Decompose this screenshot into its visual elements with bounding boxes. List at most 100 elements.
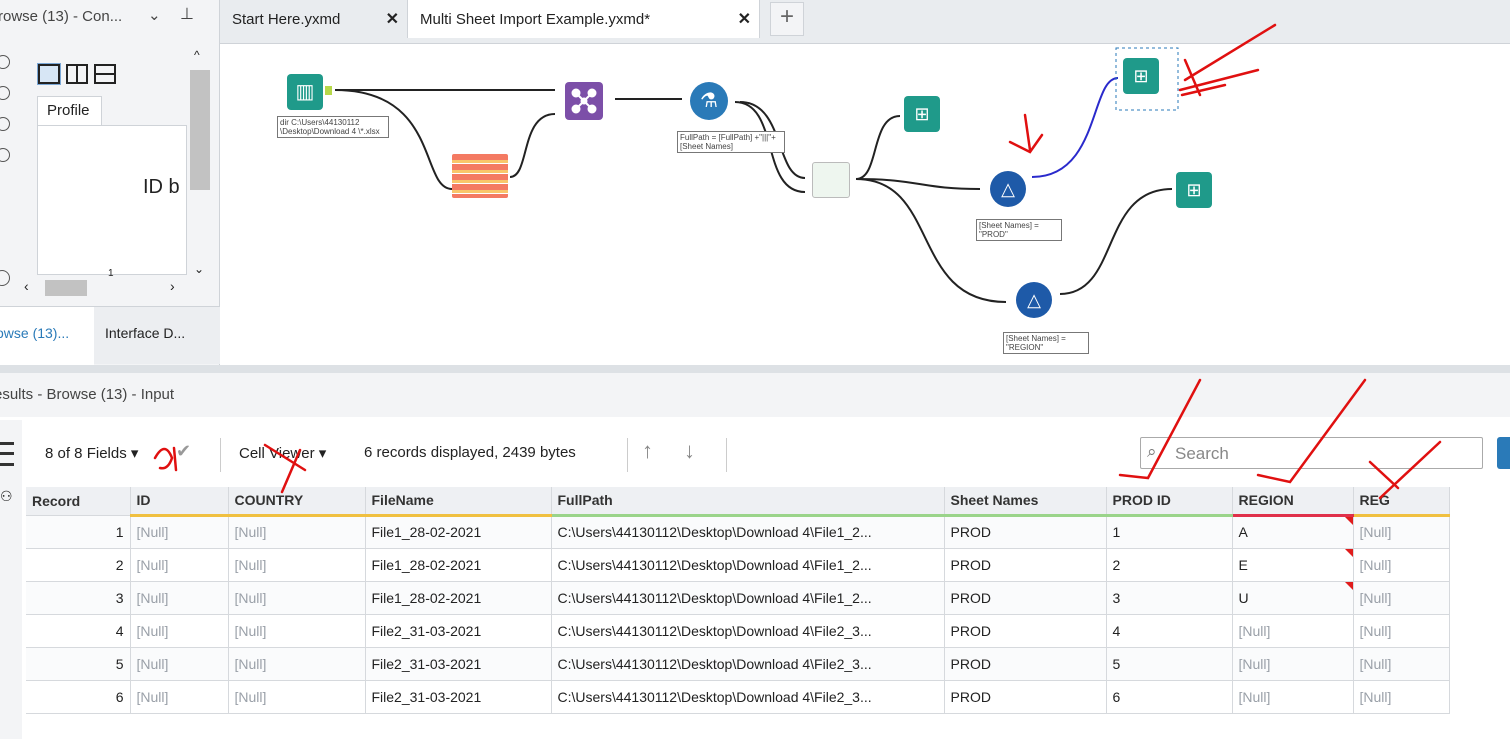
cell-fullpath[interactable]: C:\Users\44130112\Desktop\Download 4\Fil… (551, 680, 944, 713)
cell-id[interactable]: [Null] (130, 680, 228, 713)
results-splitter[interactable] (0, 365, 1510, 373)
column-header-country[interactable]: COUNTRY (228, 487, 365, 515)
cell-record[interactable]: 4 (26, 614, 130, 647)
cell-fullpath[interactable]: C:\Users\44130112\Desktop\Download 4\Fil… (551, 581, 944, 614)
list-view-icon[interactable] (0, 442, 14, 466)
cell-country[interactable]: [Null] (228, 614, 365, 647)
cell-prod-id[interactable]: 5 (1106, 647, 1232, 680)
column-header-region[interactable]: REGION (1232, 487, 1353, 515)
cell-record[interactable]: 3 (26, 581, 130, 614)
cell-reg[interactable]: [Null] (1353, 515, 1449, 548)
browse-tool-selected-icon[interactable]: ⊞ (1123, 58, 1159, 94)
search-action-button[interactable] (1497, 437, 1510, 469)
horizontal-scrollbar[interactable]: ‹ › (0, 278, 190, 298)
split-vertical-icon[interactable] (66, 64, 88, 84)
cell-id[interactable]: [Null] (130, 647, 228, 680)
cell-prod-id[interactable]: 1 (1106, 515, 1232, 548)
cell-fullpath[interactable]: C:\Users\44130112\Desktop\Download 4\Fil… (551, 548, 944, 581)
cell-sheet-names[interactable]: PROD (944, 614, 1106, 647)
cell-reg[interactable]: [Null] (1353, 680, 1449, 713)
tab-interface-designer[interactable]: Interface D... (105, 325, 185, 341)
cell-viewer-dropdown[interactable]: Cell Viewer ▾ (239, 444, 326, 462)
cell-region[interactable]: [Null] (1232, 614, 1353, 647)
cell-region[interactable]: A (1232, 515, 1353, 548)
cell-region[interactable]: [Null] (1232, 680, 1353, 713)
cell-filename[interactable]: File2_31-03-2021 (365, 647, 551, 680)
pin-icon[interactable]: ⊥ (180, 4, 194, 24)
cell-reg[interactable]: [Null] (1353, 548, 1449, 581)
text-to-columns-tool-icon[interactable] (452, 154, 508, 198)
close-icon[interactable]: ✕ (386, 9, 399, 29)
new-tab-button[interactable]: + (770, 2, 804, 36)
column-header-filename[interactable]: FileName (365, 487, 551, 515)
table-row[interactable]: 1 [Null] [Null] File1_28-02-2021 C:\User… (26, 515, 1449, 548)
join-tool-icon[interactable] (565, 82, 603, 120)
cell-filename[interactable]: File1_28-02-2021 (365, 581, 551, 614)
scroll-left-icon[interactable]: ‹ (24, 278, 29, 294)
cell-prod-id[interactable]: 2 (1106, 548, 1232, 581)
cell-fullpath[interactable]: C:\Users\44130112\Desktop\Download 4\Fil… (551, 647, 944, 680)
single-view-icon[interactable] (38, 64, 60, 84)
check-icon[interactable]: ✔ (176, 441, 191, 462)
tag-icon[interactable] (0, 117, 10, 131)
browse-tool-icon[interactable]: ⊞ (1176, 172, 1212, 208)
fields-dropdown[interactable]: 8 of 8 Fields ▾ (45, 444, 138, 462)
split-horizontal-icon[interactable] (94, 64, 116, 84)
tab-profile[interactable]: Profile (37, 96, 102, 126)
arrow-up-icon[interactable]: ↑ (642, 438, 653, 464)
cell-reg[interactable]: [Null] (1353, 647, 1449, 680)
cell-country[interactable]: [Null] (228, 647, 365, 680)
help-icon[interactable] (0, 148, 10, 162)
column-header-prod-id[interactable]: PROD ID (1106, 487, 1232, 515)
cell-filename[interactable]: File1_28-02-2021 (365, 515, 551, 548)
cell-id[interactable]: [Null] (130, 515, 228, 548)
column-header-sheet-names[interactable]: Sheet Names (944, 487, 1106, 515)
cell-region[interactable]: E (1232, 548, 1353, 581)
arrow-down-icon[interactable]: ↓ (684, 438, 695, 464)
cell-id[interactable]: [Null] (130, 614, 228, 647)
cell-country[interactable]: [Null] (228, 515, 365, 548)
filter-tool-icon[interactable]: △ (990, 171, 1026, 207)
table-row[interactable]: 3 [Null] [Null] File1_28-02-2021 C:\User… (26, 581, 1449, 614)
tab-start-here[interactable]: Start Here.yxmd ✕ (220, 0, 408, 38)
scroll-down-icon[interactable]: ⌄ (194, 262, 204, 276)
cell-country[interactable]: [Null] (228, 680, 365, 713)
tab-multi-sheet-import[interactable]: Multi Sheet Import Example.yxmd* ✕ (408, 0, 760, 38)
tab-browse[interactable]: owse (13)... (0, 307, 94, 365)
arrow-icon[interactable] (0, 86, 10, 100)
cell-country[interactable]: [Null] (228, 581, 365, 614)
cell-filename[interactable]: File2_31-03-2021 (365, 680, 551, 713)
scroll-thumb-horizontal[interactable] (45, 280, 87, 296)
cell-sheet-names[interactable]: PROD (944, 647, 1106, 680)
cell-filename[interactable]: File1_28-02-2021 (365, 548, 551, 581)
binoculars-icon[interactable]: ⚇ (0, 488, 13, 505)
cell-prod-id[interactable]: 6 (1106, 680, 1232, 713)
close-icon[interactable]: ✕ (738, 9, 751, 29)
cell-prod-id[interactable]: 3 (1106, 581, 1232, 614)
table-row[interactable]: 4 [Null] [Null] File2_31-03-2021 C:\User… (26, 614, 1449, 647)
column-header-id[interactable]: ID (130, 487, 228, 515)
cell-record[interactable]: 6 (26, 680, 130, 713)
column-header-record[interactable]: Record (26, 487, 130, 515)
workflow-canvas[interactable]: ▥ dir C:\Users\44130112 \Desktop\Downloa… (220, 44, 1510, 365)
table-row[interactable]: 6 [Null] [Null] File2_31-03-2021 C:\User… (26, 680, 1449, 713)
column-header-reg[interactable]: REG (1353, 487, 1449, 515)
cell-sheet-names[interactable]: PROD (944, 515, 1106, 548)
cell-id[interactable]: [Null] (130, 548, 228, 581)
cell-sheet-names[interactable]: PROD (944, 548, 1106, 581)
scroll-right-icon[interactable]: › (170, 278, 175, 294)
table-row[interactable]: 5 [Null] [Null] File2_31-03-2021 C:\User… (26, 647, 1449, 680)
cell-record[interactable]: 5 (26, 647, 130, 680)
cell-fullpath[interactable]: C:\Users\44130112\Desktop\Download 4\Fil… (551, 614, 944, 647)
cell-reg[interactable]: [Null] (1353, 614, 1449, 647)
cell-country[interactable]: [Null] (228, 548, 365, 581)
cell-id[interactable]: [Null] (130, 581, 228, 614)
search-input[interactable]: ⌕ Search (1140, 437, 1483, 469)
input-tool-icon[interactable]: ▥ (287, 74, 323, 110)
cell-region[interactable]: U (1232, 581, 1353, 614)
chevron-down-icon[interactable]: ⌄ (148, 6, 161, 24)
select-records-tool-icon[interactable] (812, 162, 850, 198)
cell-prod-id[interactable]: 4 (1106, 614, 1232, 647)
cell-record[interactable]: 2 (26, 548, 130, 581)
formula-tool-icon[interactable]: ⚗ (690, 82, 728, 120)
